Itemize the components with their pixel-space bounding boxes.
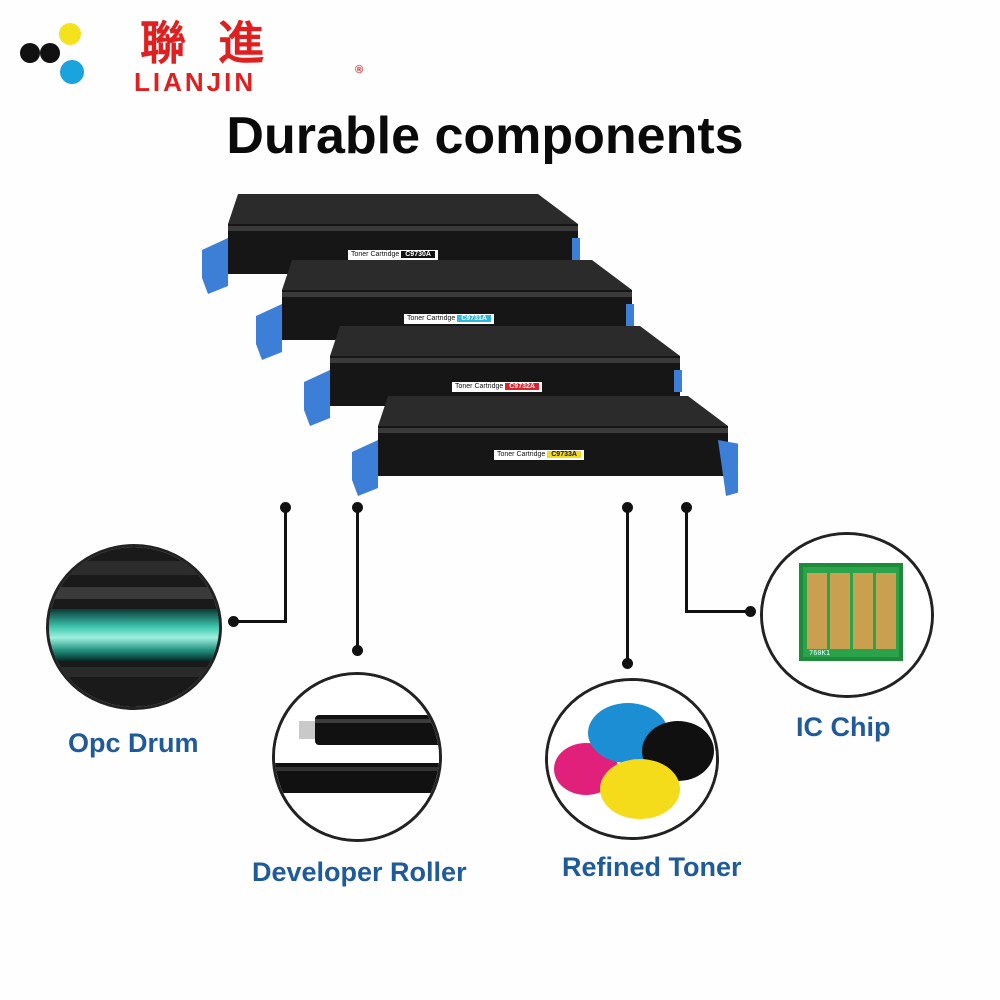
ic-chip-icon bbox=[763, 535, 931, 695]
cartridge-code: C9733A bbox=[547, 451, 581, 458]
ic-chip-caption: IC Chip bbox=[796, 712, 891, 742]
developer-roller-icon bbox=[275, 675, 439, 839]
cartridge-code: C9730A bbox=[401, 251, 435, 258]
connector-dot bbox=[228, 616, 239, 627]
cartridge-label-text: Toner Cartridge bbox=[455, 383, 504, 390]
page-title: Durable components bbox=[226, 107, 744, 165]
connector-line bbox=[233, 620, 287, 623]
ic-chip-image: 760K1 bbox=[760, 532, 934, 698]
connector-line bbox=[685, 507, 688, 613]
opc-drum-image bbox=[46, 544, 222, 710]
ic-chip-marking: 760K1 bbox=[809, 649, 831, 657]
brand-name-chinese: 聯 進 bbox=[140, 16, 273, 70]
cartridge-label-text: Toner Cartridge bbox=[407, 315, 456, 322]
brand-logo-dots-icon bbox=[20, 23, 84, 84]
connector-dot bbox=[745, 606, 756, 617]
opc-drum-icon bbox=[49, 547, 219, 707]
cartridge-label-text: Toner Cartridge bbox=[497, 451, 546, 458]
cartridge-code: C9731A bbox=[457, 315, 491, 322]
connector-dot bbox=[352, 645, 363, 656]
refined-toner-image bbox=[545, 678, 719, 840]
connector-line bbox=[626, 507, 629, 663]
cartridge-label-text: Toner Cartridge bbox=[351, 251, 400, 258]
registered-mark: ® bbox=[355, 64, 364, 76]
cartridge-body-icon bbox=[352, 396, 740, 496]
refined-toner-caption: Refined Toner bbox=[562, 852, 742, 882]
cartridge-code: C9732A bbox=[505, 383, 539, 390]
connector-line bbox=[356, 507, 359, 650]
brand-name-english: LIANJIN bbox=[134, 67, 257, 97]
opc-drum-caption: Opc Drum bbox=[68, 728, 199, 758]
developer-roller-image bbox=[272, 672, 442, 842]
connector-line bbox=[284, 507, 287, 623]
toner-powder-icon bbox=[548, 681, 716, 837]
connector-dot bbox=[622, 658, 633, 669]
connector-line bbox=[685, 610, 751, 613]
developer-roller-caption: Developer Roller bbox=[252, 857, 467, 887]
